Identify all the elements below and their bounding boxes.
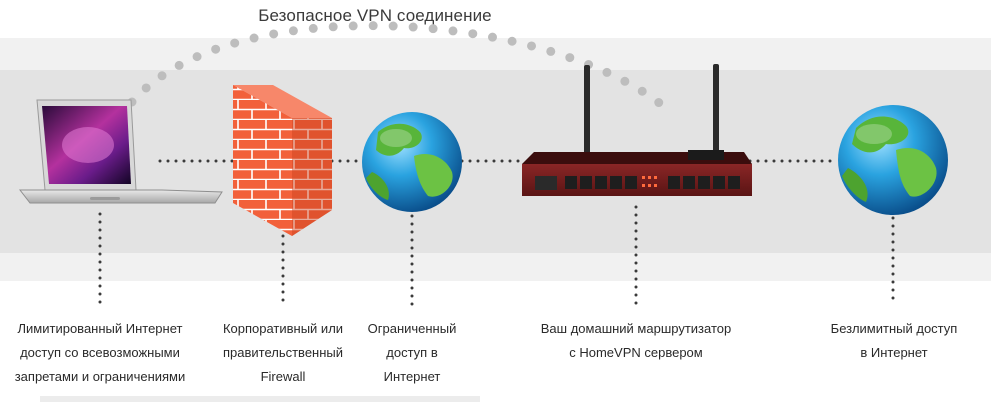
label-line: в Интернет (860, 345, 928, 360)
label-line: правительственный (222, 345, 344, 360)
background-band-inner (0, 70, 991, 253)
diagram-title: Безопасное VPN соединение (258, 6, 492, 25)
label-line: Интернет (383, 369, 441, 384)
node-label-globe-unlimited: Безлимитный доступ в Интернет (814, 317, 974, 365)
label-line: запретами и ограничениями (14, 369, 186, 384)
label-leader-lines (98, 205, 895, 308)
laptop-icon (18, 99, 223, 204)
label-line: доступ в (386, 345, 438, 360)
label-line: Безлимитный доступ (830, 321, 958, 336)
background-band-bottom (40, 396, 480, 402)
vpn-tunnel-arc (127, 21, 667, 110)
brick-firewall-icon (233, 85, 332, 236)
label-line: Firewall (260, 369, 306, 384)
label-line: Ваш домашний маршрутизатор (540, 321, 732, 336)
globe-icon (362, 112, 462, 212)
label-line: Корпоративный или (222, 321, 344, 336)
node-label-globe-limited: Ограниченный доступ в Интернет (355, 317, 469, 389)
label-line: Ограниченный (367, 321, 457, 336)
globe-icon (838, 105, 948, 215)
label-line: с HomeVPN сервером (569, 345, 703, 360)
node-label-router: Ваш домашний маршрутизатор с HomeVPN сер… (520, 317, 752, 365)
router-icon (522, 64, 752, 196)
label-line: доступ со всевозможными (20, 345, 180, 360)
node-label-firewall: Корпоративный или правительственный Fire… (200, 317, 366, 389)
node-label-laptop: Лимитированный Интернет доступ со всевоз… (5, 317, 195, 389)
label-line: Лимитированный Интернет (17, 321, 183, 336)
